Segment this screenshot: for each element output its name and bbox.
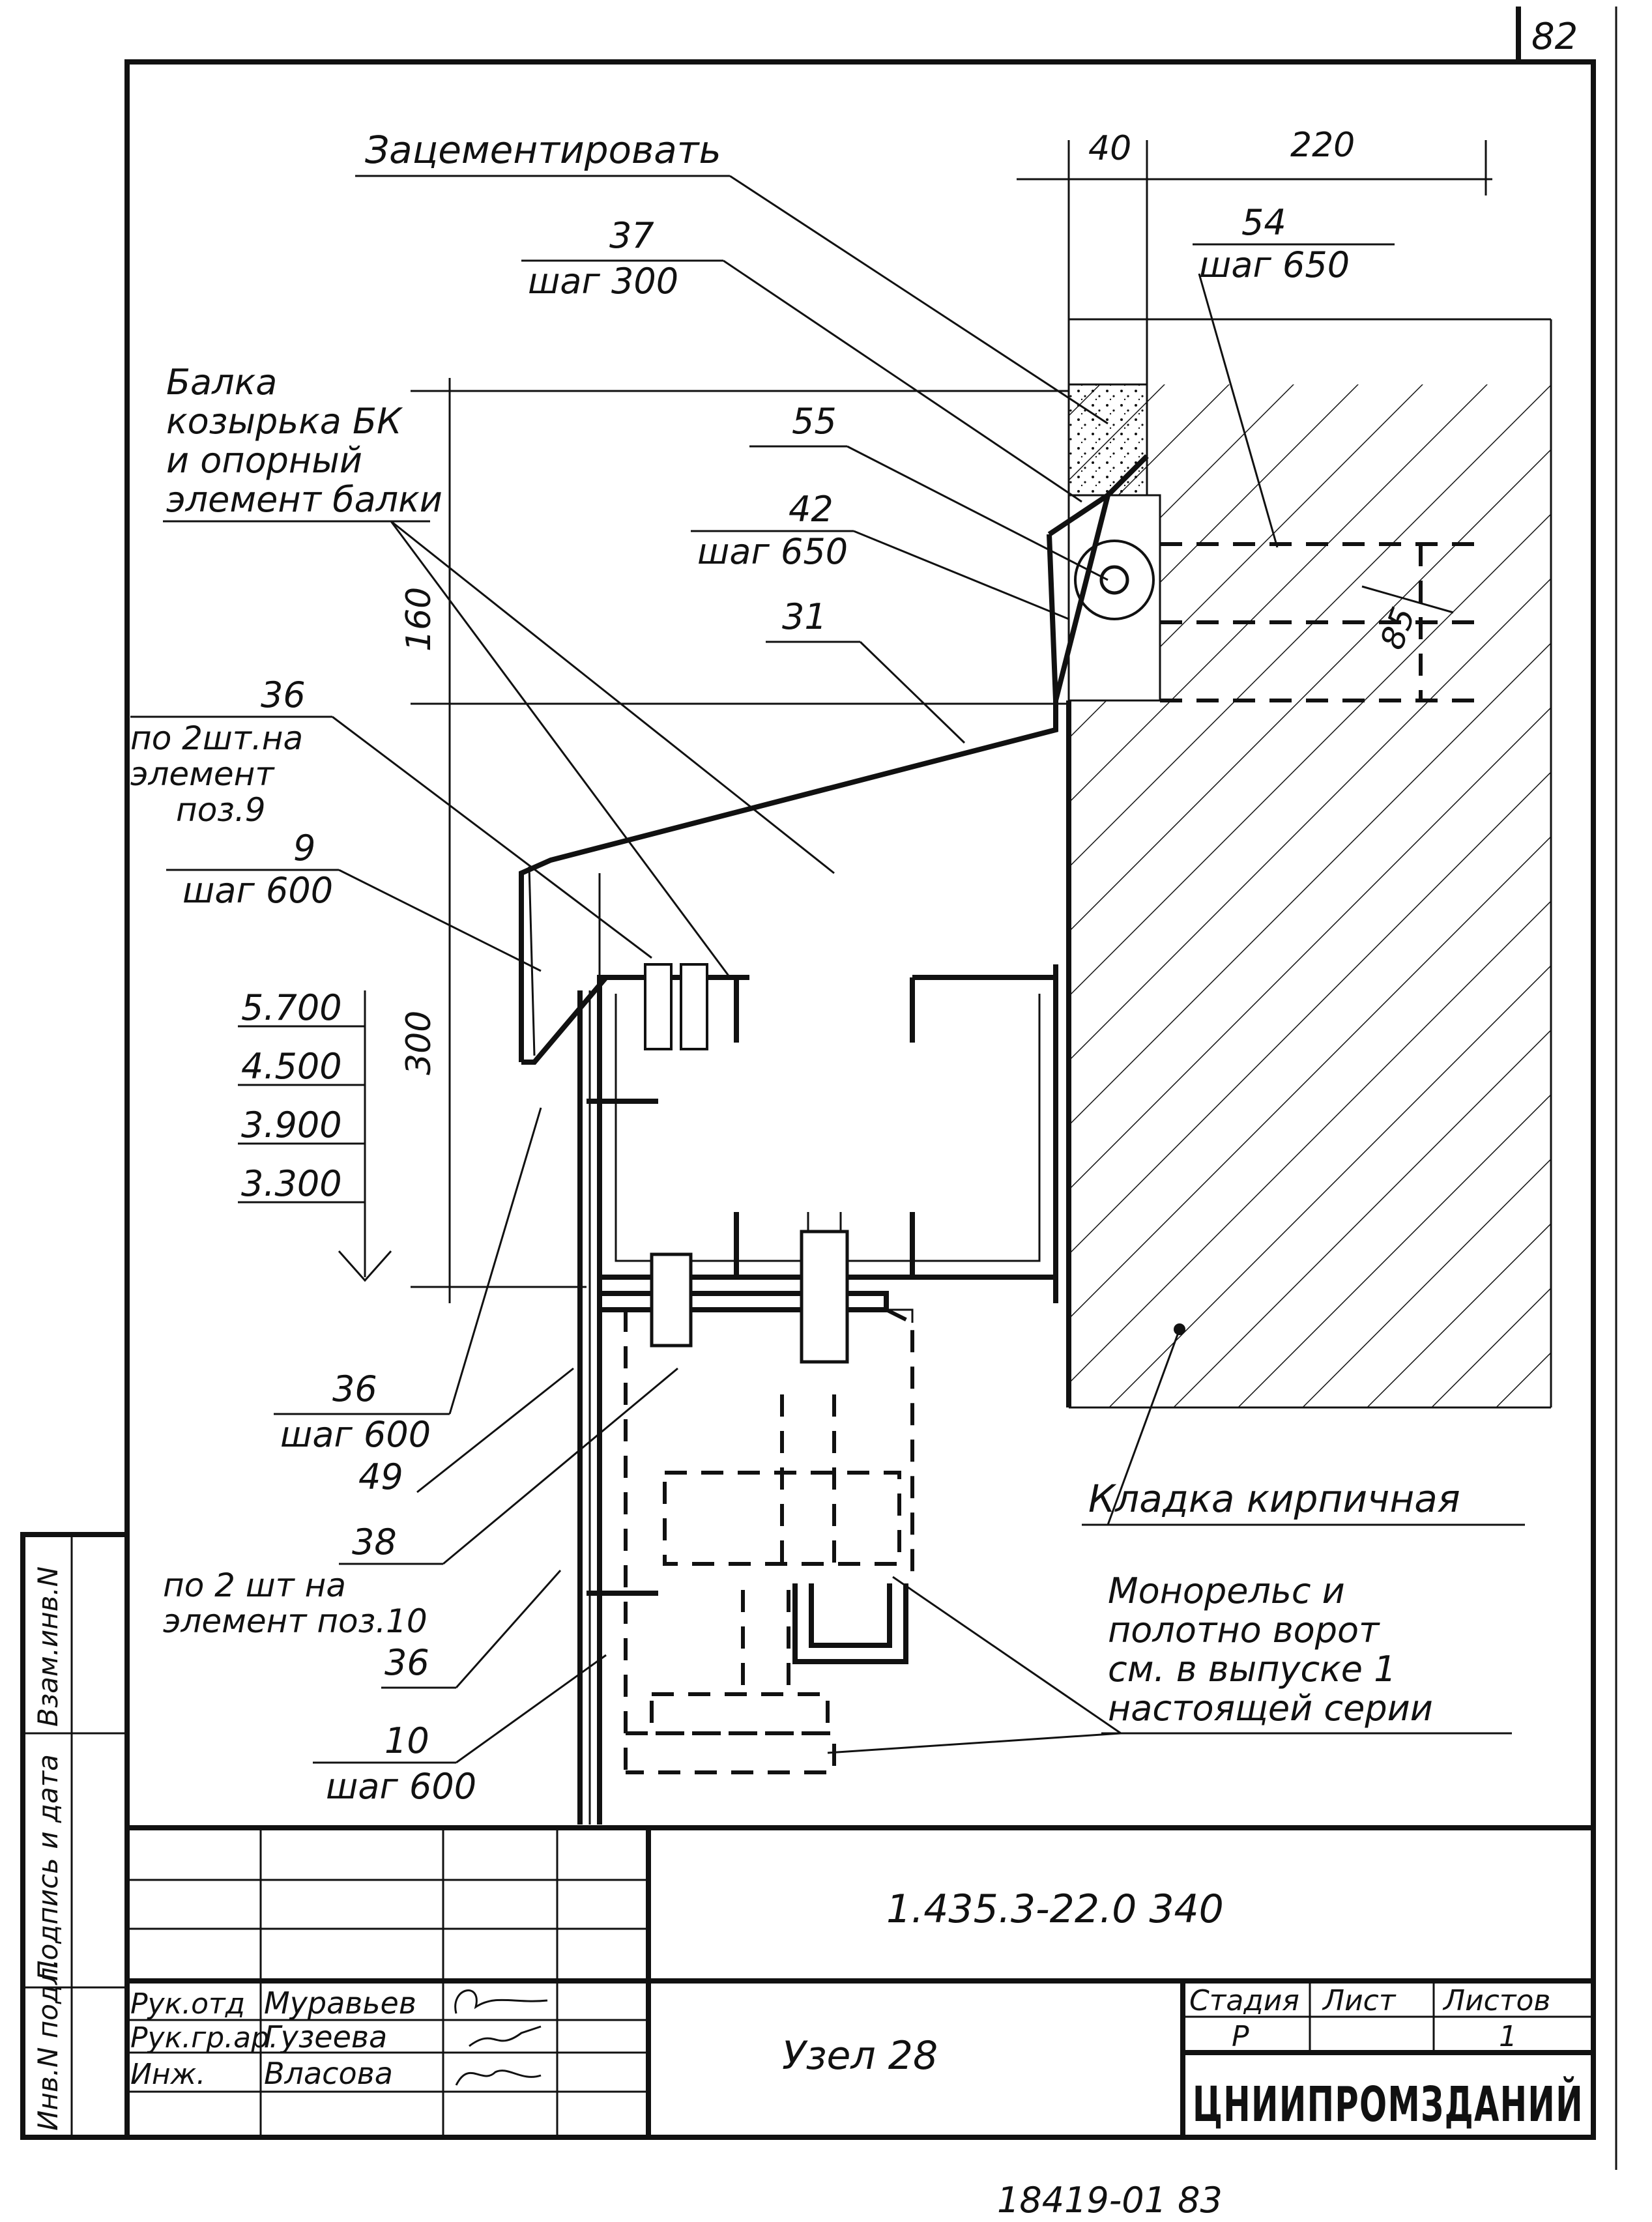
dim-300: 300 [399,1011,439,1075]
callout-beam-1: Балка [166,362,277,403]
callout-mono-1: Монорельс и [1108,1570,1345,1611]
role-3: Инж. [130,2058,205,2091]
dim-160: 160 [399,587,439,652]
callout-36b-step: шаг 600 [280,1414,431,1455]
callout-36a: 36 [261,674,306,715]
dim-220: 220 [1290,126,1355,165]
title-block: 1.435.3-22.0 340 Узел 28 Рук.отд Муравье… [127,1825,1593,2137]
callout-grout: Зацементировать [365,128,721,172]
gate-channel [792,1583,908,1664]
callout-37-step: шаг 300 [528,261,678,302]
callout-37: 37 [609,215,654,256]
callout-mono-4: настоящей серии [1108,1688,1433,1729]
elevation-3900: 3.900 [241,1104,342,1146]
elevation-4500: 4.500 [241,1046,342,1087]
callouts: Зацементировать 37 шаг 300 54 шаг 650 Ба… [130,128,1525,1807]
callout-31: 31 [782,596,827,637]
bottom-code: 18419-01 83 [997,2180,1223,2221]
sheet-frame [124,59,1596,2140]
dimensions: 40 220 160 300 85 [399,126,1492,1303]
callout-42: 42 [789,489,833,530]
side-label-sign: Подпись и дата [32,1754,64,1981]
sheets-header: Листов [1442,1984,1550,2017]
cement-fill [1067,383,1148,497]
callout-36a-3: поз.9 [176,791,266,829]
brick-masonry [1066,318,1552,1409]
callout-36a-1: по 2шт.на [130,719,303,757]
vertical-post [577,990,914,1825]
elevation-3300: 3.300 [241,1163,342,1204]
signature-1 [454,1989,548,2014]
callout-beam-2: козырька БК [166,401,403,442]
drawing-title: Узел 28 [782,2033,938,2079]
sheets-value: 1 [1499,2020,1517,2053]
role-2: Рук.гр.ар. [130,2021,278,2055]
callout-42-step: шаг 650 [697,531,848,572]
name-2: Гузеева [264,2019,387,2055]
signature-3 [455,2070,542,2086]
stage-header: Стадия [1189,1984,1299,2017]
callout-38: 38 [352,1522,397,1563]
side-label-inv: Инв.N подл. [32,1959,64,2131]
callout-36a-2: элемент [130,755,275,793]
monorail-dashed [624,1308,914,1774]
bolts [587,963,849,1596]
callout-beam-3: и опорный [166,440,362,481]
sheet-number: 82 [1531,16,1578,58]
elevation-5700: 5.700 [241,987,342,1028]
sheet-number-box [1516,7,1593,65]
callout-beam-4: элемент балки [166,479,442,520]
side-label-replace: Взам.инв.N [32,1566,64,1727]
stage-value: Р [1232,2020,1249,2053]
role-1: Рук.отд [130,1987,245,2021]
callout-9-step: шаг 600 [182,870,333,911]
name-1: Муравьев [264,1985,416,2021]
callout-54-step: шаг 650 [1199,244,1350,285]
callout-9: 9 [293,828,315,869]
callout-49: 49 [358,1456,403,1497]
callout-38-2: элемент поз.10 [163,1602,427,1640]
callout-36c: 36 [384,1642,429,1683]
elevation-marks: 5.700 4.500 3.900 3.300 [238,987,392,1282]
name-3: Власова [264,2056,393,2091]
sheet-header: Лист [1322,1984,1397,2017]
signature-2 [469,2025,542,2047]
callout-mono-3: см. в выпуске 1 [1108,1649,1397,1690]
callout-55: 55 [792,401,837,442]
callout-38-1: по 2 шт на [163,1566,346,1604]
organization: ЦНИИПРОМЗДАНИЙ [1193,2075,1584,2133]
callout-36b: 36 [332,1368,377,1409]
dim-40: 40 [1088,129,1131,168]
doc-code: 1.435.3-22.0 340 [886,1886,1224,1932]
callout-10: 10 [384,1720,429,1761]
callout-10-step: шаг 600 [326,1766,476,1807]
side-strip: Инв.N подл. Подпись и дата Взам.инв.N [20,1532,130,2140]
callout-masonry: Кладка кирпичная [1088,1477,1460,1521]
callout-mono-2: полотно ворот [1108,1609,1380,1651]
callout-54: 54 [1241,202,1286,243]
